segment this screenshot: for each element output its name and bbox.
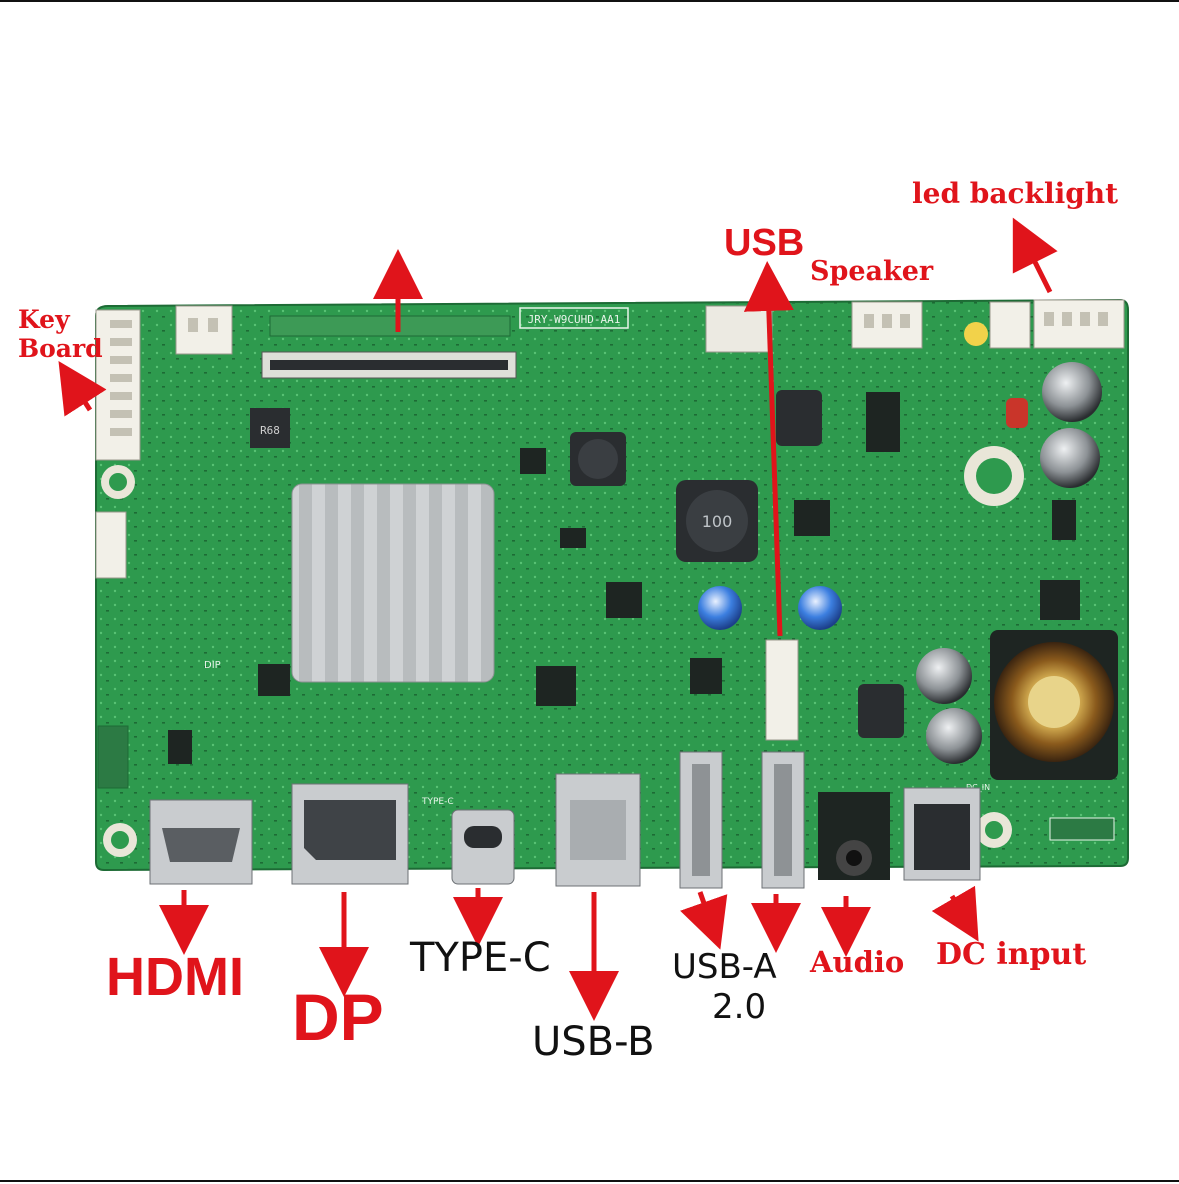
- hdmi-port: [149, 799, 253, 885]
- usb-a-ports: [679, 751, 805, 889]
- usb-top-label: USB: [724, 222, 805, 264]
- model-label: JRY-W9CUHD-AA1: [519, 307, 629, 329]
- bottom-border-line: [0, 1180, 1179, 1182]
- blue-capacitors: [698, 586, 842, 630]
- speaker-label: Speaker: [810, 256, 934, 287]
- led-backlight-label: led backlight: [912, 177, 1119, 210]
- led-backlight-connectors: [964, 299, 1125, 349]
- usb-b-label: USB-B: [532, 1019, 655, 1065]
- electrolytic-capacitors-bottom: [916, 648, 982, 764]
- audio-jack: [818, 792, 890, 880]
- type-c-port: TYPE-C: [421, 797, 515, 885]
- hdmi-label: HDMI: [106, 947, 244, 1007]
- right-bottom-header: [1049, 817, 1115, 841]
- keyboard-label: Key Board: [18, 305, 103, 363]
- svg-text:100: 100: [702, 512, 733, 531]
- audio-label: Audio: [810, 945, 905, 979]
- left-bottom-header: [97, 725, 129, 789]
- power-inductors: 100: [570, 390, 904, 738]
- dip-silk-label: DIP: [204, 660, 221, 671]
- dc-input-label: DC input: [936, 937, 1087, 972]
- model-text: JRY-W9CUHD-AA1: [528, 313, 621, 326]
- left-small-connector: [95, 511, 127, 579]
- dc-input-jack: DC_IN: [903, 783, 990, 881]
- inductor-r68: R68: [250, 408, 290, 448]
- heatsink: [291, 483, 495, 683]
- svg-text:TYPE-C: TYPE-C: [421, 797, 454, 807]
- ic-chips: [168, 392, 1080, 764]
- top-left-connector: [175, 305, 233, 355]
- usb-header-connector: [705, 305, 799, 741]
- speaker-connector: [851, 301, 923, 349]
- dp-label: DP: [292, 980, 384, 1054]
- top-border-line: [0, 0, 1179, 2]
- displayport-port: [291, 783, 409, 885]
- type-c-label: TYPE-C: [410, 935, 551, 981]
- usb-a-version-label: 2.0: [712, 987, 767, 1027]
- usb-a-label: USB-A: [672, 947, 777, 987]
- edp-panel-connector: [261, 315, 517, 379]
- toroid-inductor: [990, 630, 1118, 780]
- svg-text:R68: R68: [260, 424, 280, 437]
- usb-b-port: [555, 773, 641, 887]
- mounting-holes: [101, 465, 1012, 857]
- electrolytic-capacitors-top: [964, 362, 1102, 506]
